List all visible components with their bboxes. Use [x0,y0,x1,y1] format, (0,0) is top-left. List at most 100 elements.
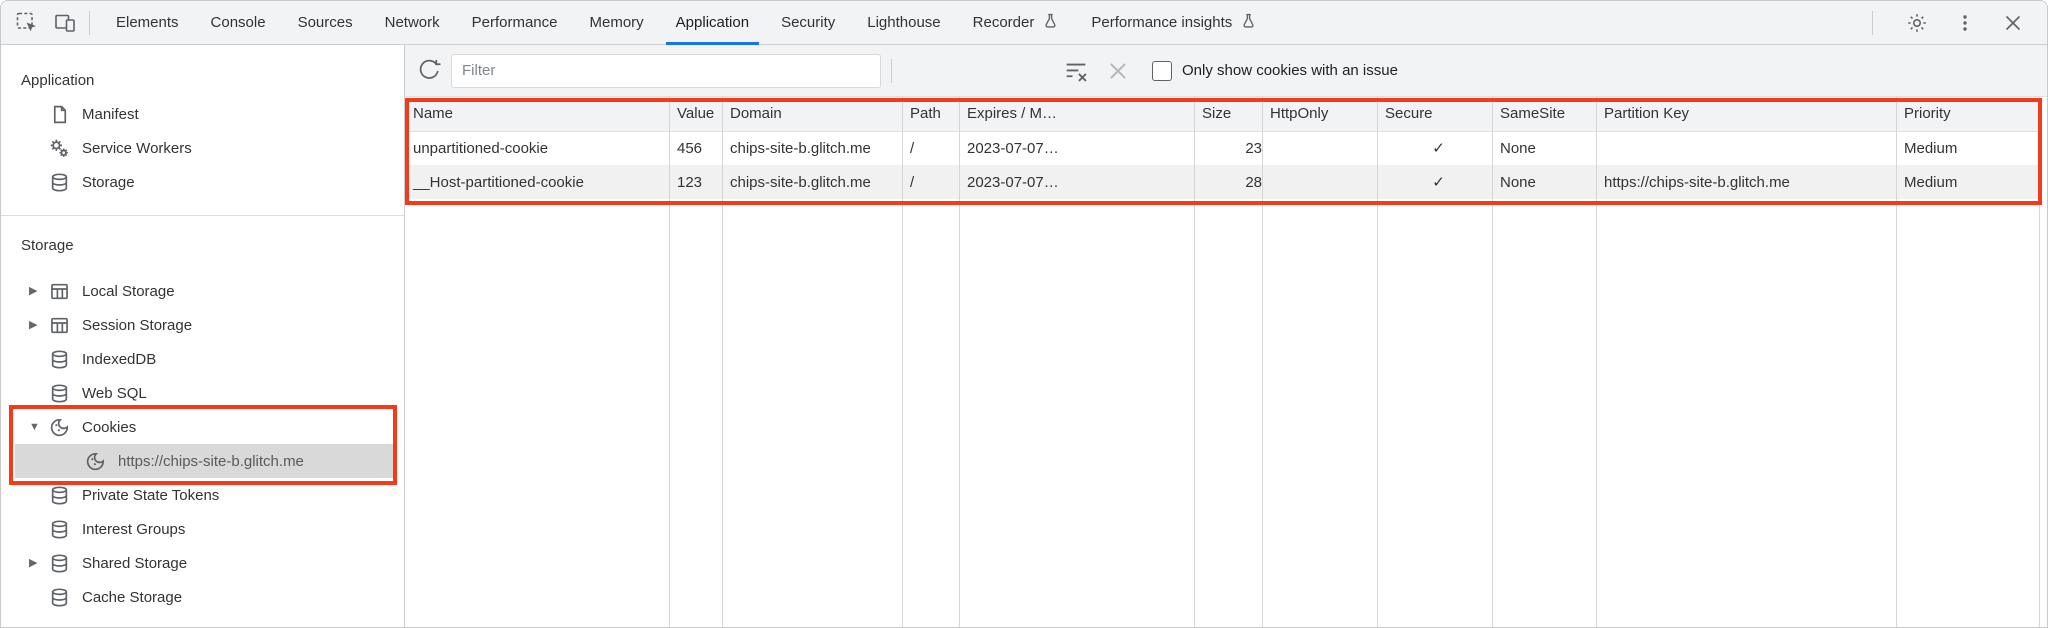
devtools-tabbar: Elements Console Sources Network Perform… [1,1,2047,45]
tab-application[interactable]: Application [660,1,765,45]
col-header-samesite[interactable]: SameSite [1492,97,1596,132]
clear-x-icon[interactable] [1104,57,1132,85]
experiment-icon [1240,12,1257,34]
cell-priority[interactable]: Medium [1904,139,1958,157]
cell-value[interactable]: 456 [677,139,703,157]
grid-line [2039,97,2040,627]
service-workers-icon [49,138,70,159]
database-icon [49,349,70,370]
cookies-table: Name Value Domain Path Expires / M… Size… [405,97,2039,199]
clear-filter-icon[interactable] [1062,57,1090,85]
sidebar-item-session-storage[interactable]: ▶ Session Storage [29,316,193,334]
sidebar-item-local-storage[interactable]: ▶ Local Storage [29,281,175,302]
panel-tabs: Elements Console Sources Network Perform… [100,1,1273,45]
sidebar-item-indexeddb[interactable]: IndexedDB [1,342,404,376]
cell-samesite[interactable]: None [1500,139,1536,157]
cell-value[interactable]: 123 [669,165,722,199]
tab-network[interactable]: Network [384,14,440,31]
sidebar-item-service-workers[interactable]: Service Workers [1,131,404,165]
cookies-panel: Only show cookies with an issue Name Val… [405,45,2047,627]
tabbar-right-separator [1872,10,1873,35]
more-icon[interactable] [1951,9,1979,37]
database-icon [49,485,70,506]
tabbar-separator [89,10,90,35]
database-icon [49,172,70,193]
chevron-right-icon[interactable]: ▶ [29,318,38,331]
cell-samesite[interactable]: None [1492,165,1596,199]
table-row[interactable]: __Host-partitioned-cookie 123 chips-site… [405,165,2039,199]
refresh-icon[interactable] [415,57,443,85]
table-icon [49,281,70,302]
col-header-name[interactable]: Name [405,97,669,132]
cookies-table-area: Name Value Domain Path Expires / M… Size… [405,97,2047,627]
sidebar-divider [1,215,404,216]
only-issue-label: Only show cookies with an issue [1182,62,1398,79]
cell-name[interactable]: __Host-partitioned-cookie [405,165,669,199]
cell-secure[interactable]: ✓ [1432,140,1445,158]
device-toolbar-icon[interactable] [51,9,79,37]
cell-httponly[interactable] [1262,131,1377,165]
col-header-partition-key[interactable]: Partition Key [1596,97,1896,132]
sidebar-section-storage: Storage [21,236,74,254]
close-icon[interactable] [1999,9,2027,37]
cell-expires[interactable]: 2023-07-07… [967,139,1059,157]
cell-secure[interactable]: ✓ [1377,165,1492,199]
col-header-httponly[interactable]: HttpOnly [1262,97,1377,132]
database-icon [49,553,70,574]
sidebar-item-storage[interactable]: Storage [1,165,404,199]
inspect-icon[interactable] [13,9,41,37]
sidebar-item-cookie-origin[interactable]: https://chips-site-b.glitch.me [15,444,397,478]
cell-domain[interactable]: chips-site-b.glitch.me [722,165,902,199]
tabbar-controls [1862,9,2047,37]
chevron-right-icon[interactable]: ▶ [29,556,38,569]
database-icon [49,383,70,404]
settings-icon[interactable] [1903,9,1931,37]
sidebar-item-shared-storage[interactable]: ▶ Shared Storage [29,553,188,574]
col-header-domain[interactable]: Domain [722,97,902,132]
only-issue-checkbox[interactable] [1152,60,1172,81]
tab-performance-insights[interactable]: Performance insights [1075,1,1273,45]
chevron-right-icon[interactable]: ▶ [29,284,38,297]
tab-sources[interactable]: Sources [297,14,353,31]
sidebar-item-private-state-tokens[interactable]: Private State Tokens [1,478,404,512]
filter-input[interactable] [451,53,881,88]
tab-elements[interactable]: Elements [116,14,179,31]
chevron-down-icon[interactable]: ▼ [29,420,40,433]
cookie-icon [85,451,106,472]
cell-priority[interactable]: Medium [1896,165,2039,199]
tab-memory[interactable]: Memory [589,14,644,31]
application-sidebar: Application Manifest S [1,45,405,627]
cell-expires[interactable]: 2023-07-07… [959,165,1194,199]
cell-path[interactable]: / [910,139,915,157]
cell-partition-key[interactable] [1596,131,1896,165]
sidebar-item-web-sql[interactable]: Web SQL [1,376,404,410]
manifest-icon [49,104,70,125]
col-header-secure[interactable]: Secure [1377,97,1492,132]
col-header-size[interactable]: Size [1194,97,1262,132]
tab-lighthouse[interactable]: Lighthouse [867,14,941,31]
cookie-icon [49,417,70,438]
sidebar-item-cookies[interactable]: ▼ Cookies [29,417,137,438]
col-header-value[interactable]: Value [669,97,722,132]
database-icon [49,519,70,540]
cell-size[interactable]: 28 [1194,165,1262,199]
cell-httponly[interactable] [1262,165,1377,199]
table-header-row: Name Value Domain Path Expires / M… Size… [405,97,2039,132]
tab-console[interactable]: Console [210,14,266,31]
tab-performance[interactable]: Performance [471,14,558,31]
sidebar-item-cache-storage[interactable]: Cache Storage [1,580,404,614]
table-row[interactable]: unpartitioned-cookie 456 chips-site-b.gl… [405,131,2039,165]
cell-domain[interactable]: chips-site-b.glitch.me [730,139,871,157]
sidebar-item-interest-groups[interactable]: Interest Groups [1,512,404,546]
cell-size[interactable]: 23 [1245,139,1262,157]
cell-path[interactable]: / [902,165,959,199]
toolbar-separator [891,58,892,83]
col-header-path[interactable]: Path [902,97,959,132]
cell-partition-key[interactable]: https://chips-site-b.glitch.me [1596,165,1896,199]
tab-security[interactable]: Security [781,14,836,31]
col-header-priority[interactable]: Priority [1896,97,2039,132]
cell-name[interactable]: unpartitioned-cookie [413,139,549,157]
sidebar-item-manifest[interactable]: Manifest [1,97,404,131]
tab-recorder[interactable]: Recorder [957,1,1076,45]
col-header-expires[interactable]: Expires / M… [959,97,1194,132]
